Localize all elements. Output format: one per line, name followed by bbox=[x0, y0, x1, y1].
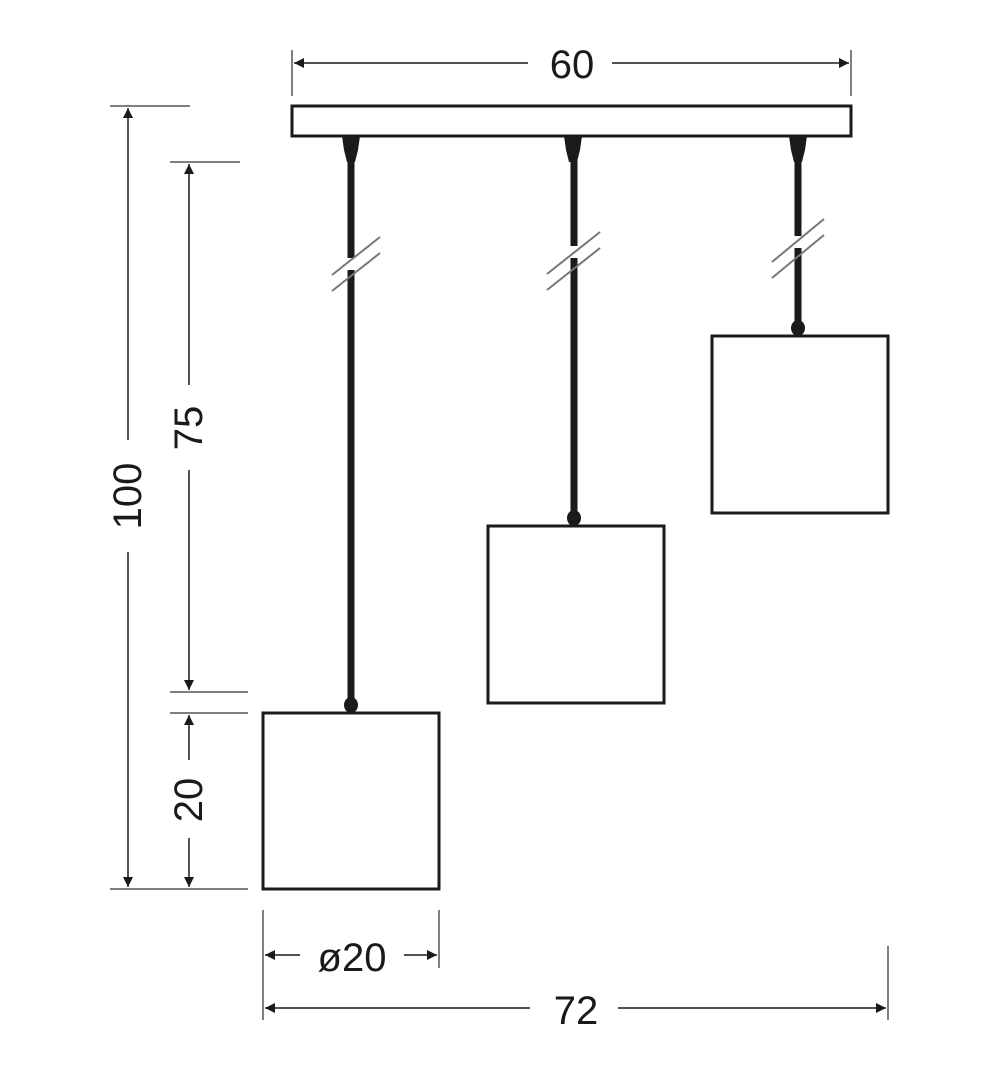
shade-left bbox=[261, 711, 441, 891]
shades bbox=[261, 334, 890, 891]
label-cord-length: 75 bbox=[167, 406, 211, 451]
cord-knots bbox=[344, 320, 805, 713]
shade-middle bbox=[486, 524, 666, 705]
label-shade-height: 20 bbox=[167, 778, 211, 823]
label-shade-diameter: ø20 bbox=[318, 936, 387, 980]
cable-connectors bbox=[342, 136, 807, 162]
connector-right bbox=[789, 136, 807, 162]
extension-lines bbox=[110, 50, 889, 1020]
label-total-width: 72 bbox=[554, 989, 599, 1033]
label-canopy-width: 60 bbox=[550, 43, 595, 87]
label-total-height: 100 bbox=[106, 463, 150, 530]
cord-break-marks bbox=[331, 218, 825, 292]
shade-right bbox=[710, 334, 890, 515]
dimension-lines bbox=[123, 58, 886, 1013]
canopy-plate bbox=[290, 104, 853, 138]
connector-middle bbox=[564, 136, 582, 162]
cords bbox=[347, 160, 802, 706]
connector-left bbox=[342, 136, 360, 162]
